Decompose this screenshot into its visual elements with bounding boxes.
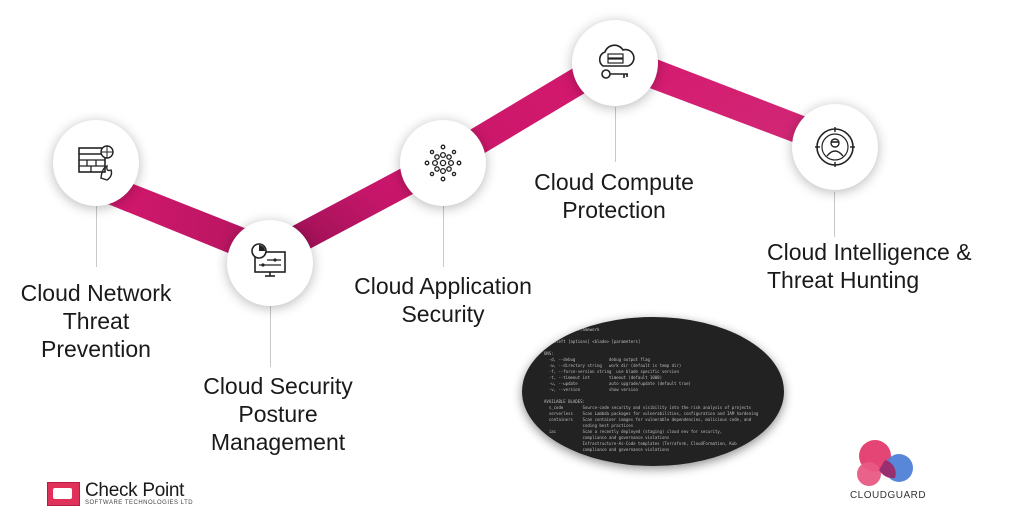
label-line: Prevention <box>41 336 151 362</box>
label-intelligence: Cloud Intelligence & Threat Hunting <box>767 238 1003 294</box>
label-line: Security <box>401 301 485 327</box>
label-line: Cloud Compute <box>534 169 694 195</box>
label-line: Threat <box>62 308 130 334</box>
firewall-icon <box>78 145 114 181</box>
terminal-line: serverless Scan Lambda packages for vuln… <box>544 411 759 416</box>
label-line: Threat Hunting <box>767 267 920 293</box>
server-key-icon <box>598 44 635 79</box>
terminal-line: -f, --force-version string use blade spe… <box>544 369 679 374</box>
label-compute: Cloud Compute Protection <box>520 168 708 224</box>
terminal-line: compliance and governance violations <box>544 435 670 440</box>
checkpoint-logo: Check Point SOFTWARE TECHNOLOGIES LTD <box>47 481 193 507</box>
terminal-line: -w, --directory string work dir (default… <box>544 363 682 368</box>
leader-line-network <box>96 205 97 267</box>
band-segment-4 <box>615 43 835 158</box>
label-line: Cloud Intelligence & <box>767 239 972 265</box>
terminal-line: -v, --version show version <box>544 387 638 392</box>
terminal-line: containers Scan container images for vul… <box>544 417 752 422</box>
target-hacker-icon <box>815 127 855 167</box>
leader-line-posture <box>270 305 271 367</box>
cloudguard-wordmark: CLOUDGUARD <box>849 490 927 501</box>
terminal-line: -t, --timeout int timeout (default 1000) <box>544 375 663 380</box>
label-posture: Cloud Security Posture Management <box>187 372 369 456</box>
dot-sphere-icon <box>424 144 462 182</box>
node-application <box>400 120 486 206</box>
terminal-line: shiftleft [options] <blade> [parameters] <box>544 339 641 344</box>
label-line: Posture <box>238 401 318 427</box>
dashboard-monitor-icon <box>251 243 286 277</box>
terminal-line: -u, --update auto upgrade/update (defaul… <box>544 381 691 386</box>
label-line: Cloud Security <box>203 373 353 399</box>
label-application: Cloud Application Security <box>340 272 546 328</box>
terminal-line: Infrastructure-As-Code templates (Terraf… <box>544 441 737 446</box>
label-line: Protection <box>562 197 666 223</box>
band-segment-3 <box>443 43 615 178</box>
label-line: Management <box>210 429 346 455</box>
checkpoint-tagline: SOFTWARE TECHNOLOGIES LTD <box>85 500 194 506</box>
checkpoint-badge-icon <box>47 482 80 506</box>
node-intelligence <box>792 104 878 190</box>
node-network <box>53 120 139 206</box>
cloudguard-logo-icon <box>857 440 913 486</box>
node-posture <box>227 220 313 306</box>
label-network: Cloud Network Threat Prevention <box>6 279 186 363</box>
leader-line-intelligence <box>834 192 835 237</box>
band-segment-1 <box>98 170 270 270</box>
band-segment-2 <box>270 146 443 270</box>
terminal-line: compliance and governance violations <box>544 447 670 452</box>
terminal-line: ONS: <box>544 351 554 356</box>
leader-line-application <box>443 205 444 267</box>
node-compute <box>572 20 658 106</box>
leader-line-compute <box>615 107 616 162</box>
label-line: Cloud Application <box>354 273 532 299</box>
terminal-line: coding best practices <box>544 423 634 428</box>
terminal-line: ShiftLeft CLI framework <box>544 327 600 332</box>
terminal-line: -d, --debug debug output flag <box>544 357 650 362</box>
checkpoint-name: Check Point <box>85 480 185 501</box>
terminal-line: s_code Source-code security and visibili… <box>544 405 752 410</box>
terminal-line: iac Scan a recently deployed (staging) c… <box>544 429 723 434</box>
terminal-output: ShiftLeft CLI framework shiftleft [optio… <box>544 327 784 453</box>
label-line: Cloud Network <box>20 280 172 306</box>
terminal-line: AVAILABLE BLADES: <box>544 399 585 404</box>
terminal-screenshot: ShiftLeft CLI framework shiftleft [optio… <box>522 317 784 466</box>
